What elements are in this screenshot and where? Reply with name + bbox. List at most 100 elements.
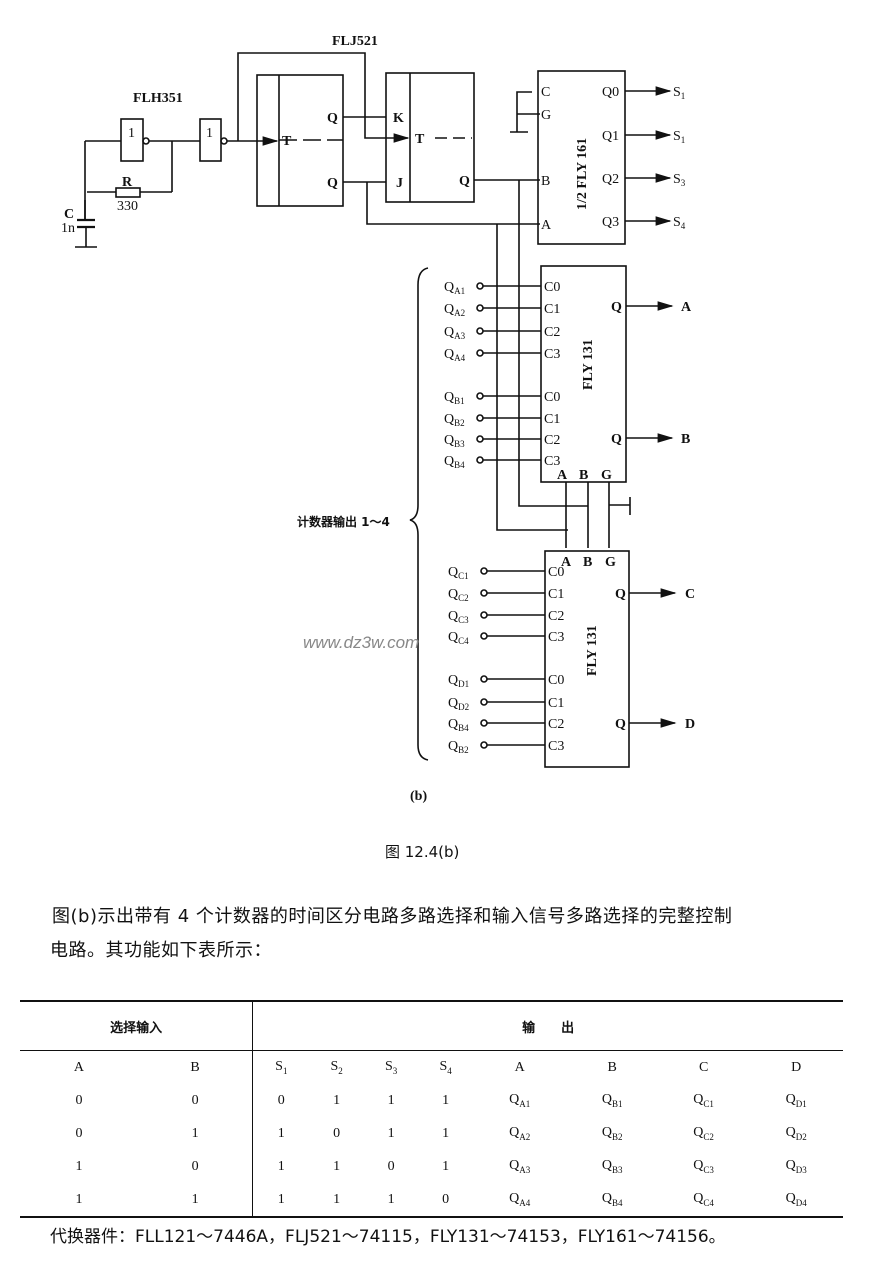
mux1-pin-4: C0 [544, 390, 560, 405]
table-cell: QB3 [601, 1158, 623, 1175]
table-cell: QD4 [785, 1191, 807, 1208]
mux1-select-b: B [579, 468, 588, 483]
paragraph-line-1: 图(b)示出带有 4 个计数器的时间区分电路多路选择和输入信号多路选择的完整控制 [52, 906, 733, 927]
mux1-input-6: QB3 [444, 433, 465, 449]
mux2-output-pin-1: Q [615, 717, 626, 732]
mux1-pin-5: C1 [544, 412, 560, 427]
mux2-output-signal-0: C [685, 587, 695, 602]
mux1-pin-2: C2 [544, 325, 560, 340]
resistor-value: 330 [117, 199, 138, 214]
decoder-signal-0: S1 [673, 85, 685, 101]
flipflop-label: FLJ521 [332, 34, 378, 49]
table-cell: QA2 [509, 1125, 531, 1142]
column-header: S2 [330, 1059, 343, 1076]
table-cell: 1 [333, 1191, 341, 1207]
mux1-input-0: QA1 [444, 280, 465, 296]
mux1-input-terminal [476, 435, 484, 443]
table-cell: 0 [75, 1092, 83, 1108]
mux1-output-pin-1: Q [611, 432, 622, 447]
table-cell: 1 [75, 1191, 83, 1207]
mux1-pin-3: C3 [544, 347, 560, 362]
mux1-input-terminal [476, 456, 484, 464]
mux1-pin-1: C1 [544, 302, 560, 317]
mux1-input-terminal [476, 304, 484, 312]
table-cell: 0 [137, 1084, 254, 1117]
column-header: S3 [384, 1059, 398, 1076]
inputs-group-header: 选择输入 [20, 1001, 254, 1051]
mux1-input-terminal [476, 349, 484, 357]
inverter-2-bubble [220, 137, 228, 145]
watermark: www.dz3w.com [303, 633, 419, 652]
table-cell: 1 [277, 1158, 285, 1174]
mux1-input-2: QA3 [444, 325, 466, 341]
capacitor-name: C [64, 207, 74, 222]
brace-label: 计数器输出 1～4 [297, 514, 390, 529]
table-cell: 0 [75, 1125, 83, 1141]
sub-caption: (b) [410, 789, 427, 804]
brace [409, 267, 429, 761]
column-header: C [698, 1059, 709, 1075]
table-cell: 1 [387, 1191, 395, 1207]
decoder-signal-1: S1 [673, 129, 685, 145]
mux2-input-2: QC3 [448, 609, 469, 625]
mux1-input-7: QB4 [444, 454, 465, 470]
footnote: 代换器件：FLL121～7446A，FLJ521～74115，FLY131～74… [50, 1227, 726, 1247]
oscillator-label: FLH351 [133, 91, 183, 106]
mux2-pin-1: C1 [548, 587, 564, 602]
mux1-pin-6: C2 [544, 433, 560, 448]
mux2-input-terminal [480, 589, 488, 597]
decoder-out-3: Q3 [602, 215, 619, 230]
table-cell: 1 [387, 1092, 395, 1108]
mux2-input-4: QD1 [448, 673, 469, 689]
mux2-input-terminal [480, 698, 488, 706]
mux2-select-a: A [561, 555, 572, 570]
outputs-group-header: 输 出 [252, 1001, 843, 1051]
mux2-input-6: QB4 [448, 717, 469, 733]
mux2-input-5: QD2 [448, 696, 469, 712]
mux1-input-3: QA4 [444, 347, 466, 363]
mux2-pin-0: C0 [548, 565, 564, 580]
table-cell: 1 [277, 1125, 285, 1141]
mux2-input-7: QB2 [448, 739, 469, 755]
mux1-input-4: QB1 [444, 390, 465, 406]
mux2-pin-3: C3 [548, 630, 564, 645]
ff2-k-pin: K [393, 111, 404, 126]
ff1-qbar-pin: Q [327, 176, 338, 191]
mux1-input-terminal [476, 282, 484, 290]
mux1-select-a: A [557, 468, 568, 483]
mux1-input-5: QB2 [444, 412, 465, 428]
mux2-input-terminal [480, 567, 488, 575]
table-cell: QB4 [601, 1191, 623, 1208]
mux2-pin-6: C2 [548, 717, 564, 732]
decoder-out-2: Q2 [602, 172, 619, 187]
table-cell: QB2 [601, 1125, 623, 1142]
mux2-input-1: QC2 [448, 587, 469, 603]
resistor-name: R [122, 175, 133, 190]
mux1-pin-7: C3 [544, 454, 560, 469]
mux2-input-terminal [480, 719, 488, 727]
description-paragraph: 图(b)示出带有 4 个计数器的时间区分电路多路选择和输入信号多路选择的完整控制… [50, 900, 860, 968]
ff1-q-pin: Q [327, 111, 338, 126]
table-cell: QC3 [693, 1158, 714, 1175]
mux2-output-pin-0: Q [615, 587, 626, 602]
mux2-input-terminal [480, 632, 488, 640]
mux1-input-terminal [476, 414, 484, 422]
mux2-input-terminal [480, 611, 488, 619]
table-cell: 1 [137, 1183, 254, 1217]
inverter-1-bubble [142, 137, 150, 145]
decoder-pin-a: A [541, 218, 552, 233]
table-cell: 0 [333, 1125, 341, 1141]
ff2-t-pin: T [415, 132, 425, 147]
column-header: A [514, 1059, 525, 1075]
table-cell: QD2 [785, 1125, 807, 1142]
decoder-box [537, 70, 626, 245]
mux1-input-1: QA2 [444, 302, 465, 318]
table-cell: QD3 [785, 1158, 807, 1175]
figure-caption: 图 12.4(b) [385, 843, 459, 861]
table-cell: QC1 [693, 1092, 714, 1109]
decoder-out-1: Q1 [602, 129, 619, 144]
